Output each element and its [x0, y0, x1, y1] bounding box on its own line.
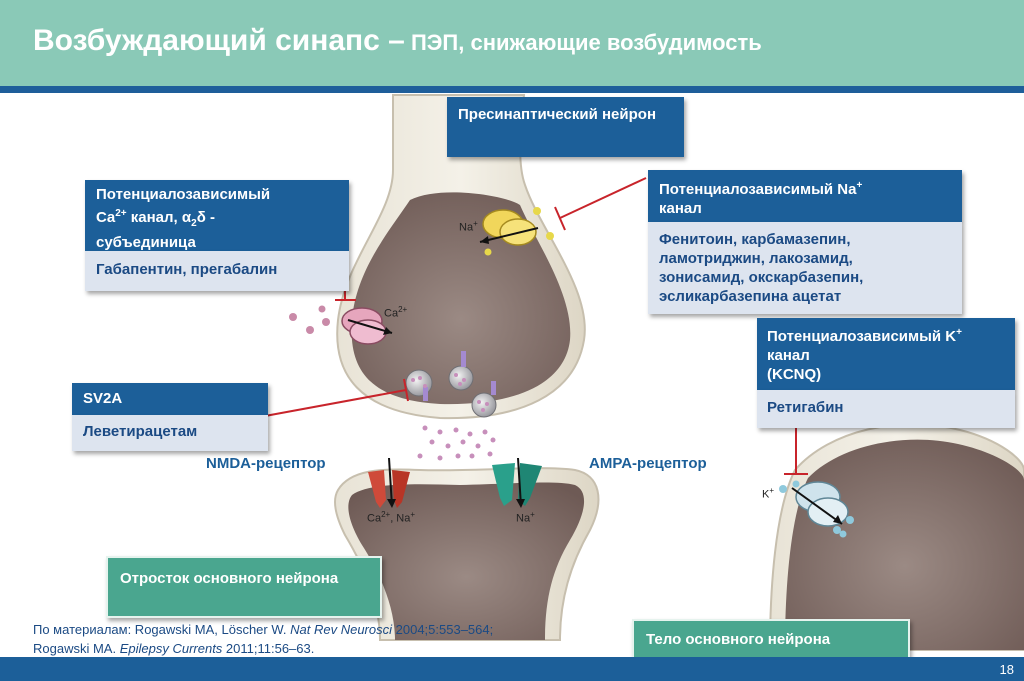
na-drug-line-3: зонисамид, окскарбазепин,: [659, 269, 864, 286]
k-channel-line2: канал: [767, 347, 810, 364]
ca-ion-charge: 2+: [398, 305, 408, 314]
na-channel-line1: Потенциалозависимый Na+: [659, 176, 951, 199]
dendrite-shape: [333, 467, 600, 641]
slide-title: Возбуждающий синапс – ПЭП, снижающие воз…: [33, 24, 762, 58]
alpha-subscript: 2: [191, 218, 197, 229]
k-ion-label: K+: [762, 486, 774, 501]
citation-journal-1: Nat Rev Neurosci: [290, 622, 393, 637]
ca-channel: [289, 305, 393, 345]
citation-line-1: По материалам: Rogawski MA, Löscher W. N…: [33, 620, 493, 639]
na-drug-line-4: эсликарбазепина ацетат: [659, 288, 842, 305]
soma-box: Тело основного нейрона: [632, 619, 910, 661]
na-ion-charge: +: [473, 219, 478, 228]
ca-channel-text: канал,: [126, 209, 182, 226]
ca-channel-line1: Потенциалозависимый: [96, 186, 271, 203]
na-drug-line-1: Фенитоин, карбамазепин,: [659, 231, 851, 248]
nmda-ca-charge: 2+: [381, 510, 391, 519]
k-channel: [779, 480, 854, 538]
footer-bar: [0, 657, 1024, 681]
k-channel-box: Потенциалозависимый K+ канал (KCNQ): [757, 318, 1015, 390]
ca-channel-line3: субъединица: [96, 234, 196, 251]
nmda-receptor: [368, 457, 410, 508]
nmda-ions-label: Ca2+, Na+: [367, 510, 415, 525]
na-drugs-box: Фенитоин, карбамазепин, ламотриджин, лак…: [648, 222, 962, 314]
citation-authors-2: Rogawski MA.: [33, 641, 120, 656]
ampa-label: AMPA-рецептор: [589, 455, 707, 472]
citation-ref-2: 2011;11:56–63.: [222, 641, 315, 656]
soma-shape: [768, 423, 1024, 651]
citation-journal-2: Epilepsy Currents: [119, 641, 223, 656]
citation: По материалам: Rogawski MA, Löscher W. N…: [33, 620, 493, 658]
synaptic-vesicles: [405, 351, 497, 418]
na-channel-box: Потенциалозависимый Na+ канал: [648, 170, 962, 222]
na-charge: +: [856, 180, 863, 191]
k-charge: +: [956, 327, 962, 338]
inhibition-markers: [264, 177, 808, 475]
title-main: Возбуждающий синапс –: [33, 24, 405, 57]
citation-authors-1: По материалам: Rogawski MA, Löscher W.: [33, 622, 291, 637]
dendrite-label: Отросток основного нейрона: [120, 570, 339, 587]
ampa-receptor: [492, 457, 542, 508]
k-channel-line3: (KCNQ): [767, 366, 822, 383]
k-channel-text: Потенциалозависимый K: [767, 328, 957, 345]
k-ion-charge: +: [769, 486, 775, 495]
delta-symbol: δ -: [196, 209, 215, 226]
nmda-ca-symbol: Ca: [367, 512, 382, 525]
na-channel-line2: канал: [659, 200, 702, 217]
citation-ref-1: 2004;5:553–564;: [392, 622, 494, 637]
title-sub: ПЭП, снижающие возбудимость: [404, 30, 762, 55]
na-ion-label: Na+: [459, 219, 478, 234]
ca-charge: 2+: [115, 208, 127, 219]
ca-drugs-label: Габапентин, прегабалин: [96, 261, 278, 278]
k-drugs-label: Ретигабин: [767, 399, 844, 416]
presynaptic-neuron-box: Пресинаптический нейрон: [447, 97, 684, 157]
k-drugs-box: Ретигабин: [757, 390, 1015, 428]
neurotransmitter: [417, 425, 496, 461]
header-divider: [0, 86, 1024, 93]
alpha-symbol: α: [181, 209, 192, 226]
ca-ion-symbol: Ca: [384, 307, 399, 320]
page-number: 18: [999, 662, 1014, 677]
k-channel-line1: Потенциалозависимый K+: [767, 323, 1005, 346]
ca-symbol: Ca: [96, 209, 116, 226]
ampa-ions-label: Na+: [516, 510, 535, 525]
ampa-na-charge: +: [530, 510, 535, 519]
sv2a-drugs-box: Леветирацетам: [72, 415, 268, 451]
ca-drugs-box: Габапентин, прегабалин: [85, 251, 349, 291]
ca-ion-label: Ca2+: [384, 305, 407, 320]
header-bar: [0, 0, 1024, 86]
ca-channel-line2: Ca2+ канал, α2δ -: [96, 204, 338, 233]
ca-channel-box: Потенциалозависимый Ca2+ канал, α2δ - су…: [85, 180, 349, 251]
sv2a-box: SV2A: [72, 383, 268, 415]
nmda-label: NMDA-рецептор: [206, 455, 326, 472]
soma-label: Тело основного нейрона: [646, 631, 831, 648]
na-channel-text: Потенциалозависимый Na: [659, 181, 857, 198]
dendrite-box: Отросток основного нейрона: [106, 556, 382, 618]
sv2a-label: SV2A: [83, 390, 123, 407]
citation-line-2: Rogawski MA. Epilepsy Currents 2011;11:5…: [33, 639, 493, 658]
sv2a-drugs-label: Леветирацетам: [83, 423, 198, 440]
na-channel: [479, 207, 554, 256]
k-ion-symbol: K: [762, 488, 770, 501]
ampa-na-symbol: Na: [516, 512, 531, 525]
na-ion-symbol: Na: [459, 221, 474, 234]
nmda-na-symbol: , Na: [390, 512, 411, 525]
presynaptic-neuron-label: Пресинаптический нейрон: [458, 106, 657, 123]
nmda-na-charge: +: [410, 510, 416, 519]
na-drug-line-2: ламотриджин, лакозамид,: [659, 250, 853, 267]
